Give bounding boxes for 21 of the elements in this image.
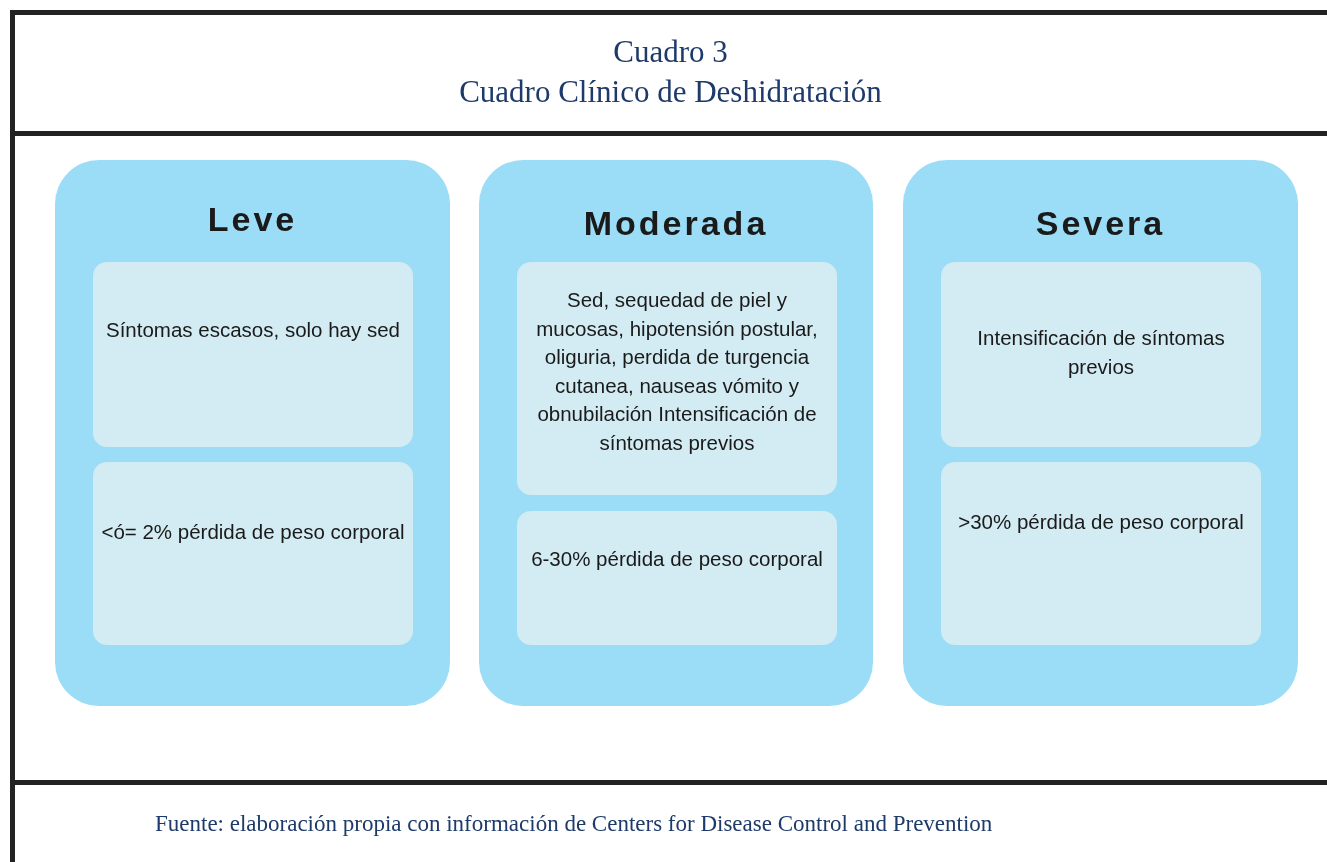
info-box — [517, 262, 837, 495]
category-panel — [55, 160, 450, 706]
info-box — [93, 262, 413, 447]
description-text: Intensificación de síntomas previos — [976, 325, 1226, 380]
table-number: Cuadro 3 — [613, 33, 728, 71]
category-heading: Severa — [1034, 204, 1167, 243]
info-box — [941, 262, 1261, 447]
category-heading: Moderada — [582, 204, 770, 243]
info-box — [941, 462, 1261, 645]
info-box — [93, 462, 413, 645]
category-panel — [903, 160, 1298, 706]
description-text: Síntomas escasos, solo hay sed — [106, 317, 400, 343]
source-caption: Fuente: elaboración propia con información de Centers for Disease Control and Prevention — [155, 811, 993, 837]
info-box — [517, 511, 837, 645]
description-text: 6-30% pérdida de peso corporal — [531, 546, 823, 572]
description-text: <ó= 2% pérdida de peso corporal — [101, 519, 405, 545]
description-text: Sed, sequedad de piel y mucosas, hipotensión postular, oliguria, perdida de turgencia cutanea, nauseas vómito y obnubilación Intensificación de síntomas previos — [535, 287, 819, 456]
diagram-title: Cuadro Clínico de Deshidratación — [459, 73, 882, 111]
description-text: >30% pérdida de peso corporal — [958, 509, 1244, 535]
category-panel — [479, 160, 873, 706]
category-heading: Leve — [206, 200, 299, 239]
